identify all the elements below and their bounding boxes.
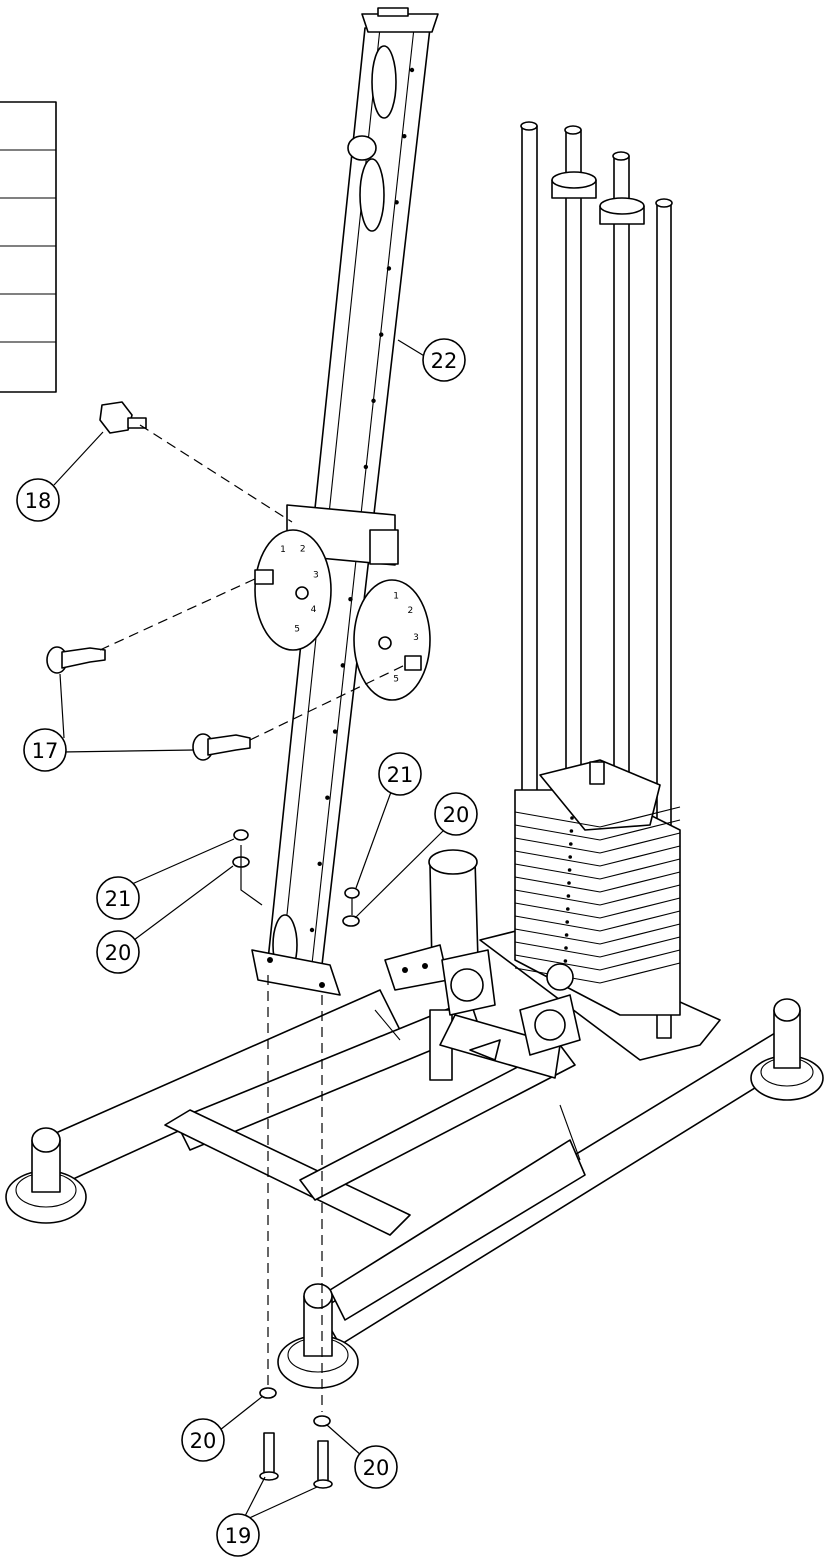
selector-hole	[569, 829, 574, 833]
base-frame	[39, 929, 801, 1346]
callout-19-label: 19	[225, 1524, 252, 1548]
adjustment-hole	[394, 200, 399, 205]
callout-20-bottom-right: 20	[354, 1445, 398, 1489]
adjustment-hole	[402, 133, 407, 139]
weight-plate-line	[514, 845, 681, 867]
dial-number: 5	[294, 624, 300, 634]
adjustment-hole	[409, 67, 415, 73]
dial-number: 3	[313, 571, 319, 581]
callout-20-left: 20	[96, 930, 140, 974]
weight-stack	[514, 759, 681, 1016]
callout-20-left-label: 20	[105, 941, 132, 965]
selector-hole	[564, 946, 568, 950]
callout-20-bottom-right-label: 20	[363, 1456, 390, 1480]
adjustment-hole	[386, 266, 392, 271]
pop-pin-18	[99, 401, 147, 434]
adjustment-hole	[363, 464, 369, 470]
callout-20-bottom-left: 20	[181, 1418, 225, 1462]
parts-list-table	[0, 101, 57, 393]
dial-number: 1	[280, 545, 286, 555]
assembly-lines	[99, 424, 408, 1412]
weight-plate-line	[514, 871, 681, 893]
callout-21-right: 21	[378, 752, 422, 796]
callout-22: 22	[422, 338, 466, 382]
callout-19: 19	[216, 1513, 260, 1557]
adjustment-dial-left: 1 2 3 4 5	[254, 529, 332, 651]
callout-18: 18	[16, 478, 60, 522]
pin-sleeve-lower	[404, 655, 422, 671]
adjustment-hole	[332, 729, 338, 734]
adjustment-hole	[340, 663, 345, 668]
adjustment-hole	[325, 795, 330, 800]
selector-hole	[568, 855, 572, 859]
dial-number: 4	[311, 605, 317, 615]
selector-hole	[565, 920, 569, 924]
callout-20-bottom-left-label: 20	[190, 1429, 217, 1453]
selector-hole	[567, 881, 571, 885]
callout-21-left-label: 21	[105, 887, 132, 911]
dial-number: 1	[393, 592, 399, 602]
foot-pad-right	[750, 998, 824, 1101]
pulley-brackets	[384, 944, 581, 1079]
weight-plate-line	[514, 832, 681, 854]
adjustment-hole	[317, 861, 322, 867]
callout-17: 17	[23, 728, 67, 772]
selector-hole	[566, 894, 571, 898]
pop-pin-17-lower	[192, 733, 251, 761]
adjustment-hole	[371, 398, 376, 403]
weight-plate-line	[514, 806, 681, 828]
callout-17-label: 17	[32, 739, 59, 763]
weight-plate-line	[514, 910, 681, 932]
weight-plate-line	[514, 923, 681, 945]
callout-21-right-label: 21	[387, 763, 414, 787]
weight-plate-line	[514, 897, 681, 919]
selector-hole	[564, 933, 569, 937]
foot-pad-front	[277, 1283, 359, 1389]
upright-tube-22	[251, 7, 439, 996]
pin-sleeve-upper	[254, 569, 274, 585]
foot-pad-left	[5, 1127, 87, 1224]
pop-pin-17-upper	[46, 646, 106, 674]
callout-20-right-label: 20	[443, 803, 470, 827]
selector-hole	[566, 907, 570, 911]
adjustment-hole	[348, 597, 353, 602]
callout-18-label: 18	[25, 489, 52, 513]
dial-number: 5	[393, 674, 399, 684]
dial-number: 2	[407, 606, 413, 616]
dial-number: 3	[413, 633, 419, 643]
callout-21-left: 21	[96, 876, 140, 920]
weight-plate-line	[514, 858, 681, 880]
weight-plate-line	[514, 819, 681, 841]
callout-leaders	[53, 339, 445, 1521]
selector-hole	[570, 816, 574, 820]
dial-number: 2	[300, 545, 306, 555]
adjustment-hole	[379, 332, 384, 337]
callout-22-label: 22	[431, 349, 458, 373]
weight-plate-line	[514, 949, 681, 971]
weight-plate-line	[514, 936, 681, 958]
selector-hole	[567, 868, 572, 872]
selector-hole	[563, 959, 568, 963]
selector-hole	[569, 842, 573, 846]
callout-20-right: 20	[434, 792, 478, 836]
adjustment-hole	[309, 927, 315, 933]
weight-plate-line	[514, 884, 681, 906]
weight-plate-line	[514, 962, 681, 984]
